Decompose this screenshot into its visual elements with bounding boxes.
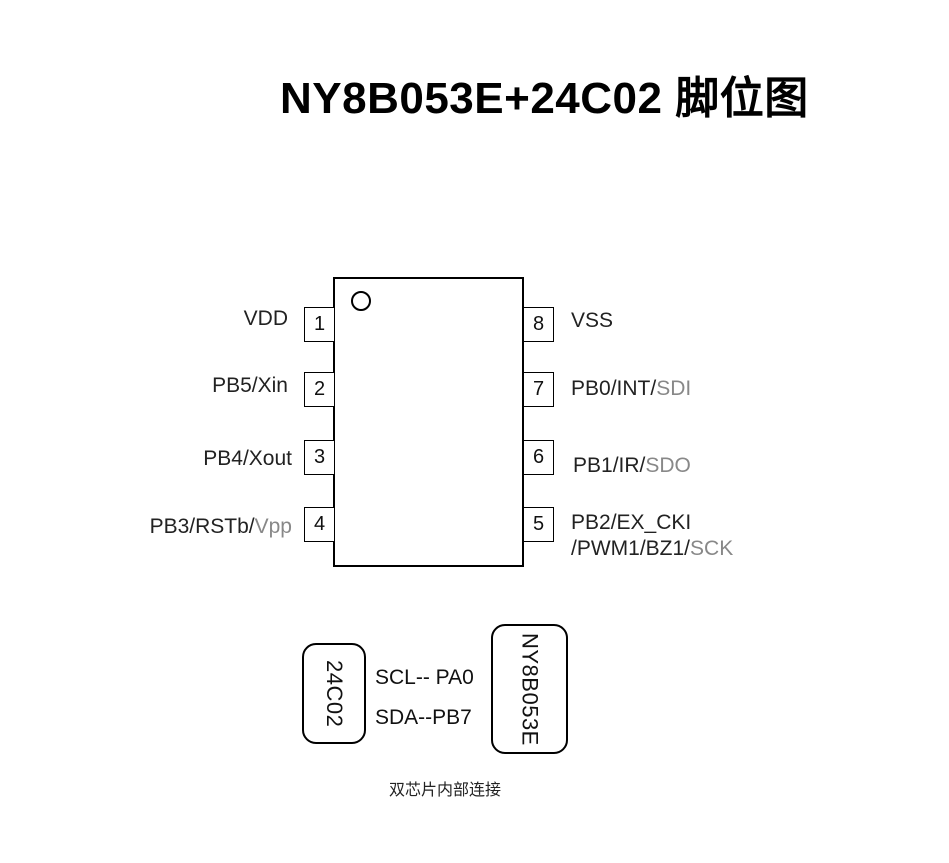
pin-5-label: PB2/EX_CKI /PWM1/BZ1/SCK	[571, 510, 733, 562]
pin-8: 8	[524, 307, 554, 342]
chip-package	[333, 277, 524, 567]
pin-3-label: PB4/Xout	[203, 447, 292, 470]
eeprom-chip-label: 24C02	[322, 659, 347, 728]
pin-7-alt-function: SDI	[656, 377, 692, 400]
scl-connection: SCL-- PA0	[375, 666, 474, 689]
mcu-chip-box: NY8B053E	[491, 624, 568, 754]
pin-4-alt-function: Vpp	[254, 515, 292, 538]
pin-5: 5	[524, 507, 554, 542]
pin1-marker-notch	[351, 291, 371, 311]
pin-1: 1	[304, 307, 334, 342]
pin-4: 4	[304, 507, 334, 542]
pin-5-label-line1: PB2/EX_CKI	[571, 511, 692, 534]
page-title: NY8B053E+24C02 脚位图	[280, 74, 809, 123]
pin-8-label: VSS	[571, 309, 614, 332]
pin-5-alt-function: SCK	[690, 537, 734, 560]
mcu-chip-label: NY8B053E	[517, 632, 543, 746]
pin-6: 6	[524, 440, 554, 475]
pin-1-label: VDD	[243, 307, 288, 330]
pin-4-label: PB3/RSTb/Vpp	[149, 515, 292, 538]
pin-2-label: PB5/Xin	[212, 374, 288, 397]
pin-3: 3	[304, 440, 334, 475]
pin-7: 7	[524, 372, 554, 407]
pin-5-label-line2: /PWM1/BZ1/SCK	[571, 537, 734, 560]
pin-2: 2	[304, 372, 334, 407]
pin-6-label: PB1/IR/SDO	[573, 454, 691, 477]
eeprom-chip-box: 24C02	[302, 643, 366, 744]
pin-6-alt-function: SDO	[645, 454, 691, 477]
sda-connection: SDA--PB7	[375, 706, 472, 729]
internal-connection-caption: 双芯片内部连接	[388, 780, 501, 799]
pin-7-label: PB0/INT/SDI	[571, 377, 692, 400]
